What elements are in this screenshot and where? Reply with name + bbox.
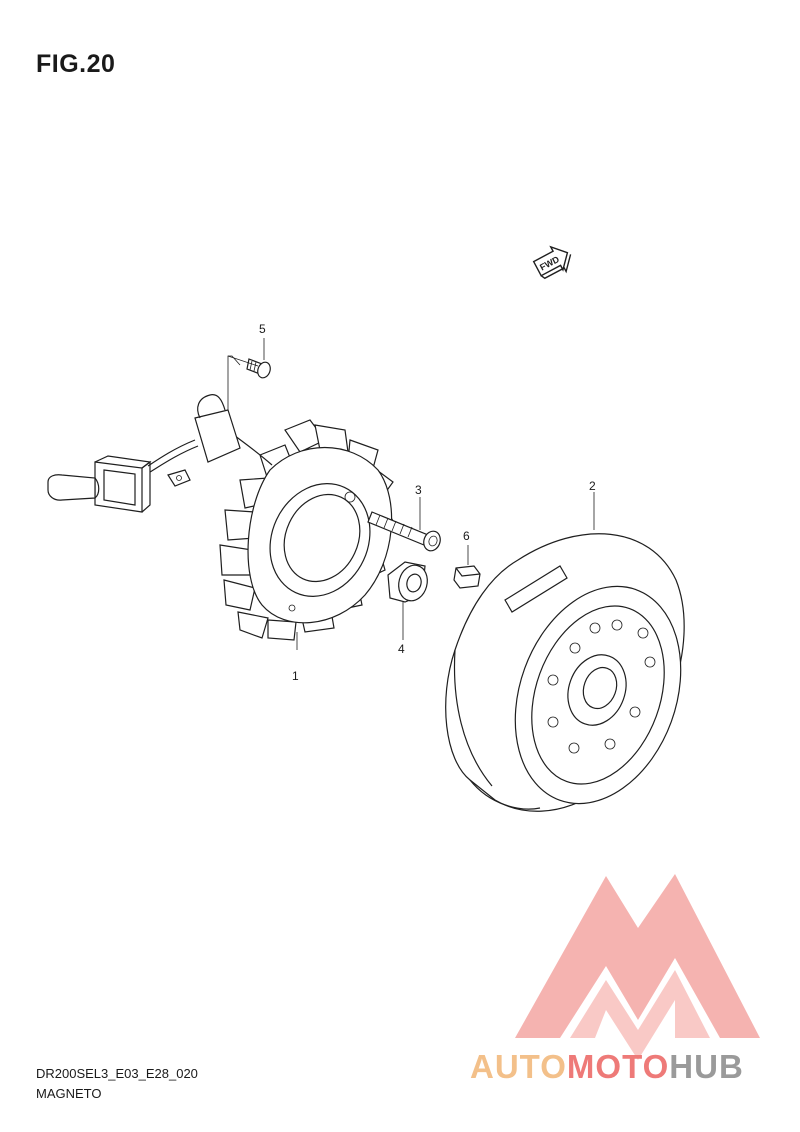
key-part-6: [453, 565, 481, 589]
callout-3: 3: [415, 483, 422, 497]
callout-4: 4: [398, 642, 405, 656]
watermark-text: AUTOMOTOHUB: [470, 1048, 744, 1086]
watermark-moto: MOTO: [566, 1048, 670, 1085]
stator-part-1: [47, 394, 397, 641]
callout-1: 1: [292, 669, 299, 683]
screw-part-5: [246, 358, 271, 379]
watermark-auto: AUTO: [470, 1048, 567, 1085]
callout-5: 5: [259, 322, 266, 336]
figure-title: FIG.20: [36, 50, 116, 78]
watermark-logo-icon: [515, 874, 760, 1060]
rotor-part-2: [445, 533, 685, 812]
callout-6: 6: [463, 529, 470, 543]
callout-2: 2: [589, 479, 596, 493]
collar-part-4: [387, 561, 428, 603]
diagram-name: MAGNETO: [36, 1086, 102, 1101]
fwd-arrow-icon: FWD: [532, 245, 572, 280]
watermark-hub: HUB: [669, 1048, 744, 1085]
bolt-part-3: [367, 511, 441, 552]
diagram-code: DR200SEL3_E03_E28_020: [36, 1066, 198, 1081]
